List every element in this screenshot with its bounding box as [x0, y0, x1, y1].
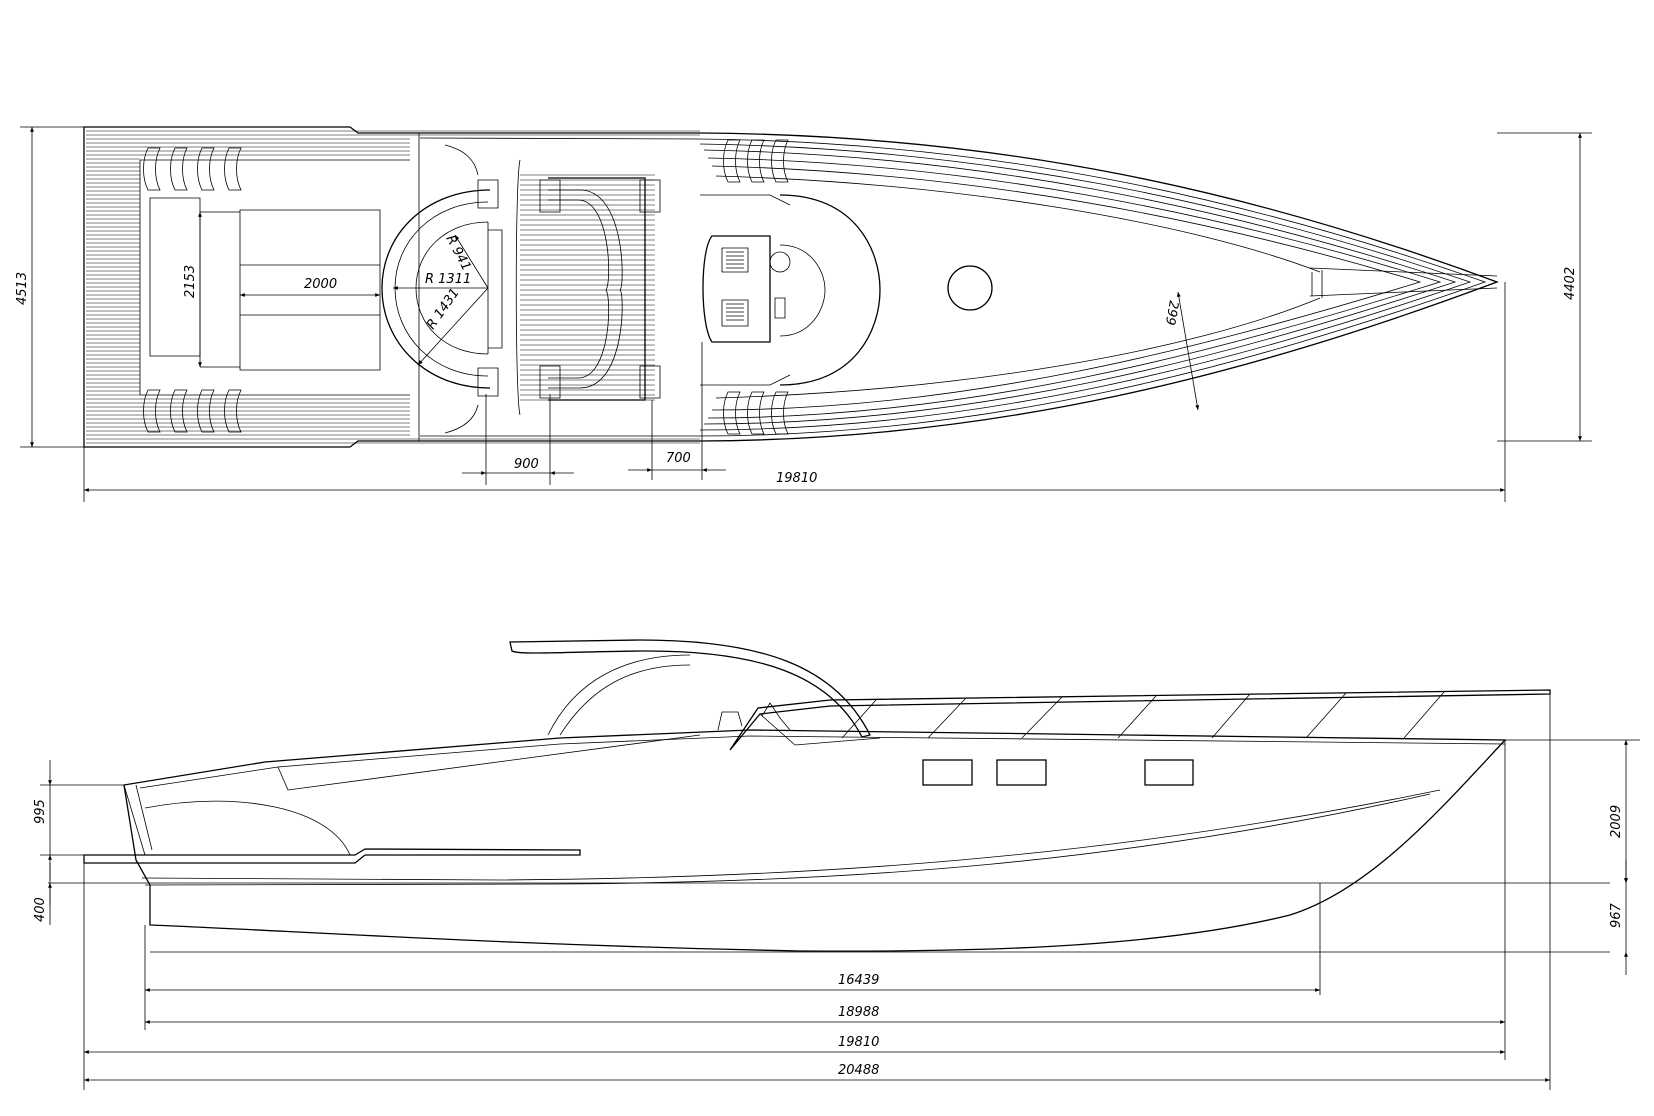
dim-hull-length: 18988: [838, 1005, 879, 1020]
plan-hull-outline: [83, 126, 1499, 448]
plan-deck-edge: [419, 137, 1487, 437]
plan-planking: [86, 130, 700, 444]
plan-forward-hatch: [947, 265, 993, 311]
dim-transom-height: 995: [33, 799, 48, 824]
profile-view: 995 400 2009 967 16439 18988 19810 20488: [33, 639, 1640, 1090]
dim-radius-outer: R 1431: [424, 286, 463, 332]
plan-helm: [702, 235, 791, 343]
profile-superstructure: [729, 689, 1551, 751]
dim-radius-inner: R 941: [442, 233, 473, 274]
porthole-2: [996, 759, 1047, 786]
dim-waterline-length: 16439: [838, 973, 879, 988]
dim-deck-length: 19810: [838, 1035, 879, 1050]
dim-cockpit-width: 2153: [183, 265, 198, 298]
dim-overall-width: 4513: [15, 272, 30, 305]
plan-hardtop: [779, 194, 881, 386]
dim-radius-middle: R 1311: [425, 272, 471, 287]
dim-offset-b: 700: [666, 451, 691, 466]
profile-window-mullions: [841, 691, 1445, 739]
porthole-1: [922, 759, 973, 786]
dim-bow-height: 2009: [1609, 805, 1624, 838]
dim-draft: 967: [1609, 902, 1624, 928]
plan-fender-pads-top: [143, 139, 789, 191]
plan-forward-seat: [515, 159, 661, 416]
plan-fender-pads-bottom: [143, 389, 789, 435]
plan-view: 4513 4402 2153 2000 R 941 R 1311 R 1431 …: [15, 126, 1592, 502]
profile-hull: [123, 729, 1507, 952]
dim-offset-a: 900: [514, 457, 539, 472]
dim-side-deck: 299: [1162, 299, 1181, 326]
dim-overall-length: 20488: [838, 1063, 879, 1078]
dim-platform-drop: 400: [33, 897, 48, 922]
dim-sunpad-length: 2000: [304, 277, 337, 292]
dim-hull-width: 4402: [1563, 267, 1578, 300]
profile-swim-platform: [83, 848, 581, 864]
porthole-3: [1144, 759, 1194, 786]
profile-arch: [509, 639, 871, 738]
dim-plan-length: 19810: [776, 471, 817, 486]
